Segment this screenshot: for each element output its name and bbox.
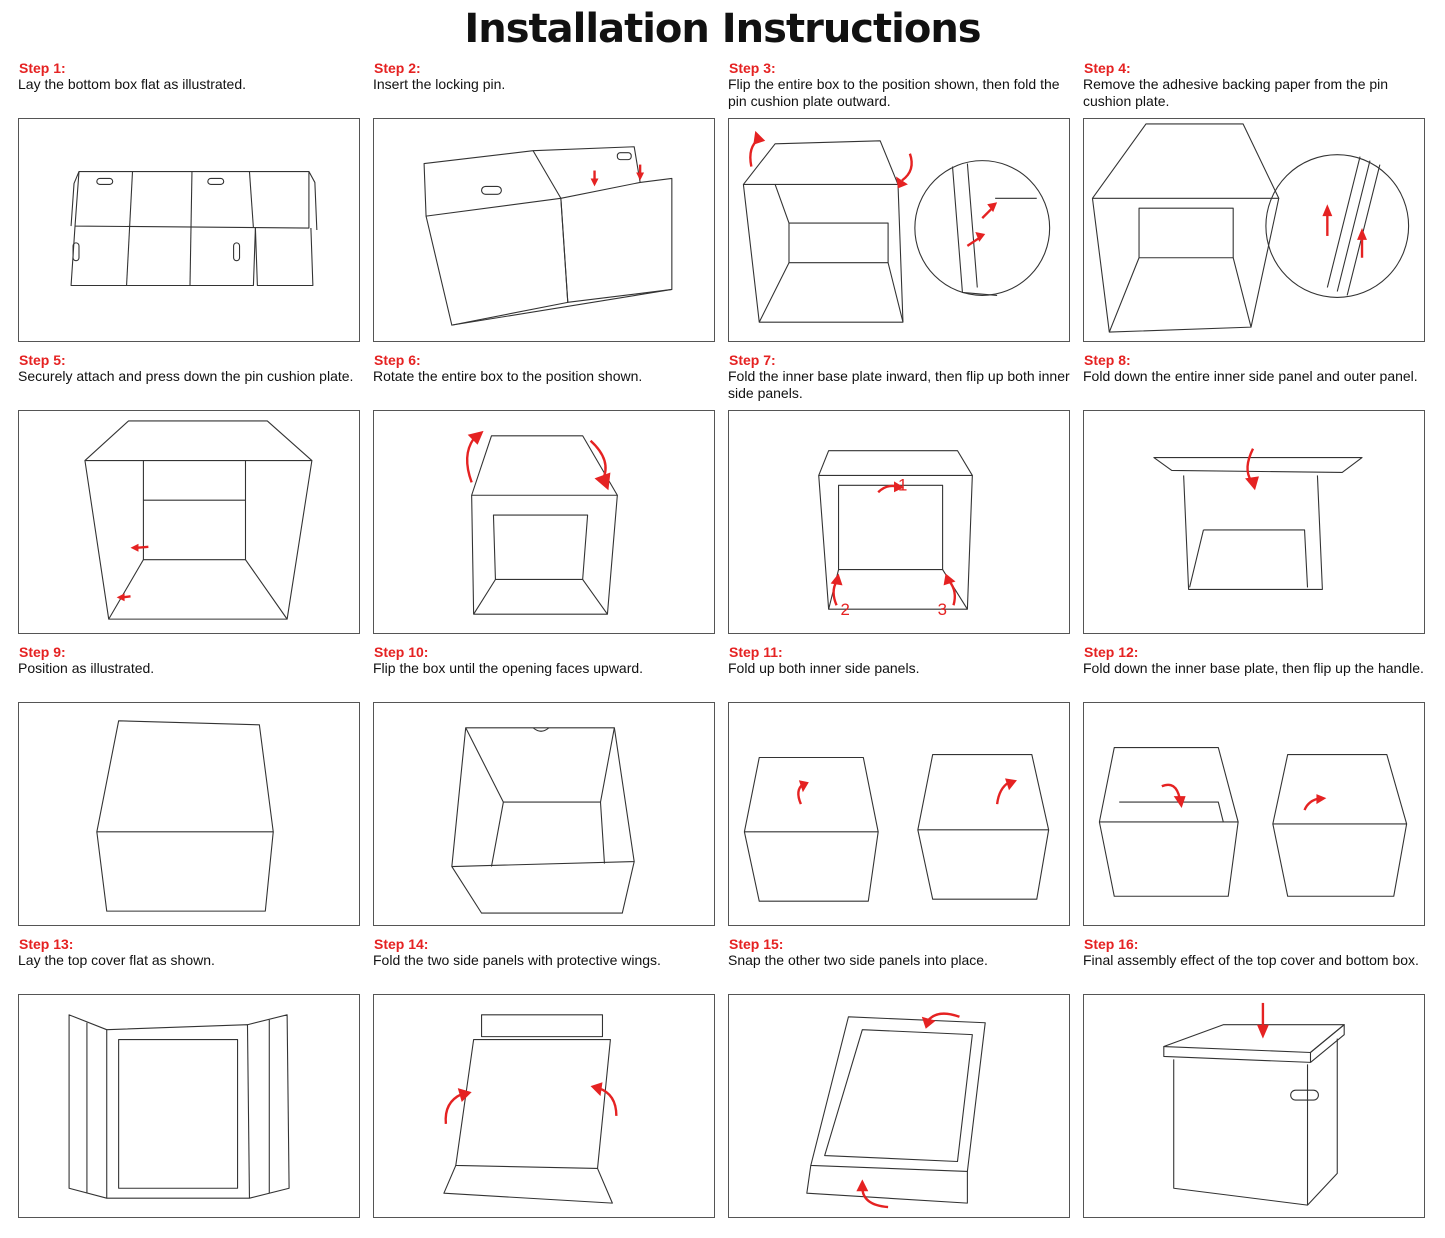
snap-panels-diagram [728, 994, 1070, 1218]
step-2: Step 2: Insert the locking pin. [373, 58, 717, 350]
step-text: Final assembly effect of the top cover a… [1083, 952, 1419, 968]
step-8: Step 8: Fold down the entire inner side … [1083, 350, 1427, 642]
step-1: Step 1: Lay the bottom box flat as illus… [18, 58, 362, 350]
backing-paper-diagram [1083, 118, 1425, 342]
steps-grid: Step 1: Lay the bottom box flat as illus… [18, 58, 1428, 1228]
step-16: Step 16: Final assembly effect of the to… [1083, 934, 1427, 1226]
step-label: Step 10: [374, 644, 429, 660]
step-label: Step 15: [729, 936, 784, 952]
callout-3: 3 [938, 600, 947, 619]
step-text: Rotate the entire box to the position sh… [373, 368, 643, 384]
step-3: Step 3: Flip the entire box to the posit… [728, 58, 1072, 350]
closed-box-diagram [18, 702, 360, 926]
step-14: Step 14: Fold the two side panels with p… [373, 934, 717, 1226]
step-12: Step 12: Fold down the inner base plate,… [1083, 642, 1427, 934]
step-9: Step 9: Position as illustrated. [18, 642, 362, 934]
box-flat-diagram [18, 118, 360, 342]
step-text: Fold up both inner side panels. [728, 660, 920, 676]
step-text: Lay the top cover flat as shown. [18, 952, 215, 968]
step-label: Step 4: [1084, 60, 1131, 76]
step-label: Step 5: [19, 352, 66, 368]
final-assembly-diagram [1083, 994, 1425, 1218]
page-title: Installation Instructions [464, 6, 981, 52]
step-label: Step 12: [1084, 644, 1139, 660]
wing-fold-diagram [373, 994, 715, 1218]
step-label: Step 3: [729, 60, 776, 76]
open-box-diagram [373, 702, 715, 926]
base-plate-handle-diagram [1083, 702, 1425, 926]
flip-box-diagram [728, 118, 1070, 342]
step-text: Fold the inner base plate inward, then f… [728, 368, 1070, 401]
locking-pin-diagram [373, 118, 715, 342]
step-text: Remove the adhesive backing paper from t… [1083, 76, 1389, 109]
side-panel-fold-diagram [1083, 410, 1425, 634]
step-label: Step 6: [374, 352, 421, 368]
step-10: Step 10: Flip the box until the opening … [373, 642, 717, 934]
step-text: Flip the entire box to the position show… [728, 76, 1060, 109]
step-label: Step 11: [729, 644, 783, 660]
step-text: Lay the bottom box flat as illustrated. [18, 76, 247, 92]
step-5: Step 5: Securely attach and press down t… [18, 350, 362, 642]
step-text: Fold down the entire inner side panel an… [1083, 368, 1418, 384]
step-text: Snap the other two side panels into plac… [728, 952, 988, 968]
inner-base-fold-diagram: 1 2 3 [728, 410, 1070, 634]
step-7: Step 7: Fold the inner base plate inward… [728, 350, 1072, 642]
step-label: Step 1: [19, 60, 66, 76]
step-11: Step 11: Fold up both inner side panels. [728, 642, 1072, 934]
step-4: Step 4: Remove the adhesive backing pape… [1083, 58, 1427, 350]
step-15: Step 15: Snap the other two side panels … [728, 934, 1072, 1226]
callout-1: 1 [898, 475, 907, 494]
step-text: Position as illustrated. [18, 660, 155, 676]
step-label: Step 16: [1084, 936, 1139, 952]
pin-cushion-diagram [18, 410, 360, 634]
step-text: Fold the two side panels with protective… [373, 952, 661, 968]
step-text: Securely attach and press down the pin c… [18, 368, 354, 384]
callout-2: 2 [841, 600, 850, 619]
step-label: Step 9: [19, 644, 66, 660]
step-label: Step 14: [374, 936, 429, 952]
step-text: Fold down the inner base plate, then fli… [1083, 660, 1424, 676]
step-6: Step 6: Rotate the entire box to the pos… [373, 350, 717, 642]
step-13: Step 13: Lay the top cover flat as shown… [18, 934, 362, 1226]
step-text: Flip the box until the opening faces upw… [373, 660, 644, 676]
inner-panels-up-diagram [728, 702, 1070, 926]
step-label: Step 7: [729, 352, 776, 368]
step-text: Insert the locking pin. [373, 76, 506, 92]
top-cover-flat-diagram [18, 994, 360, 1218]
step-label: Step 2: [374, 60, 421, 76]
step-label: Step 8: [1084, 352, 1131, 368]
rotate-box-diagram [373, 410, 715, 634]
step-label: Step 13: [19, 936, 74, 952]
